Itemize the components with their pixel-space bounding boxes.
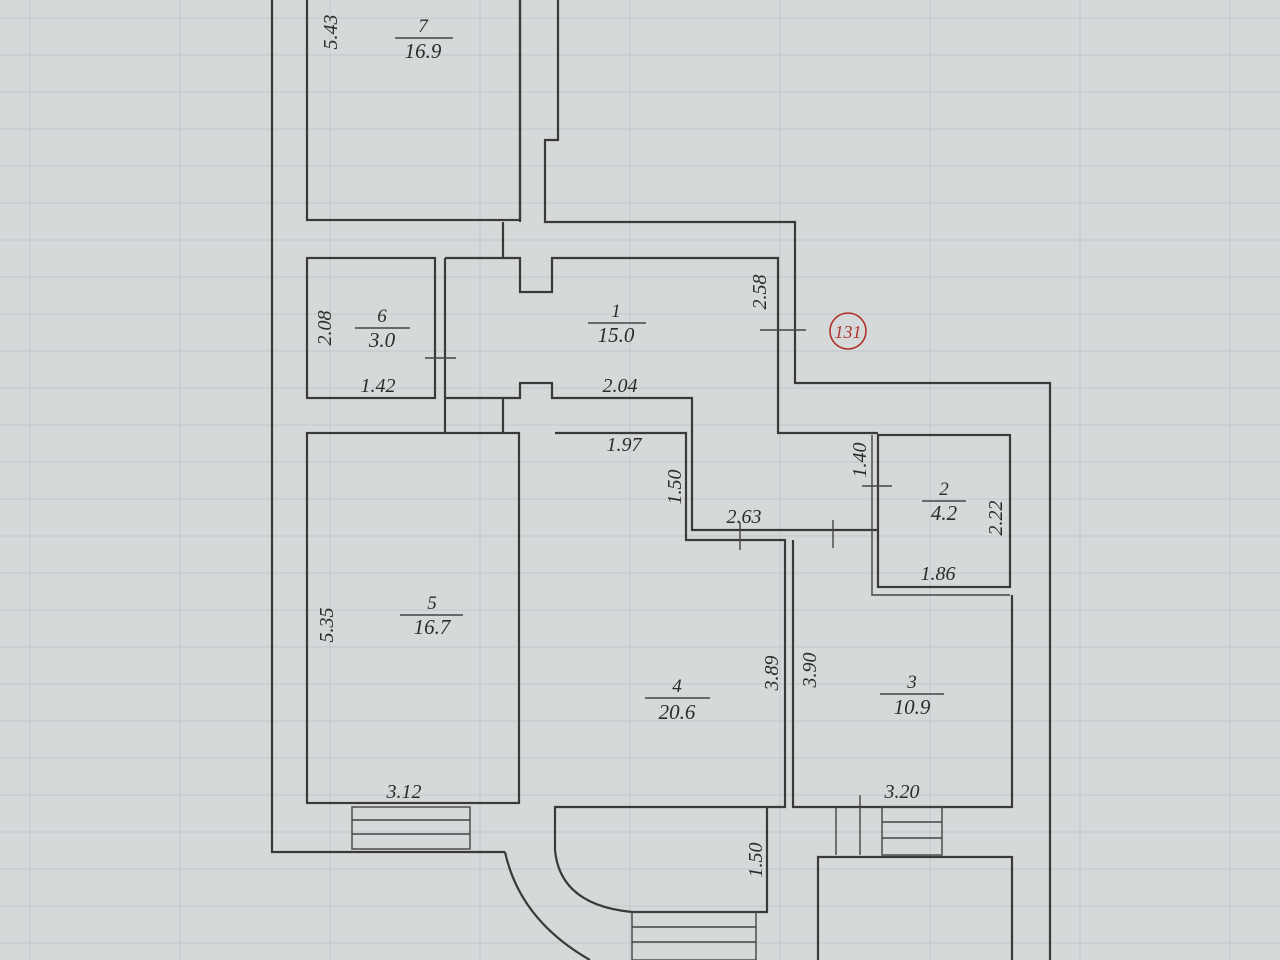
room-6-number: 6 (377, 306, 387, 327)
dim-room4-notch-width: 2.63 (727, 506, 762, 528)
room-6-outline (305, 256, 437, 400)
room-7-label: 7 16.9 (395, 16, 453, 63)
room-2-area: 4.2 (931, 501, 958, 525)
room-labels: 7 16.9 6 3.0 1 15.0 5 16.7 4 20.6 2 4.2 (355, 16, 966, 724)
room-2-label: 2 4.2 (922, 479, 966, 525)
dim-room1-width: 2.04 (603, 375, 638, 397)
stamp-number: 131 (835, 322, 862, 342)
walls (270, 0, 1052, 960)
room-7-outline (305, 0, 522, 222)
room-1-label: 1 15.0 (588, 301, 646, 347)
dim-room4-top-width: 1.97 (607, 434, 643, 456)
room-4-number: 4 (672, 676, 682, 697)
dim-room4-height: 3.89 (761, 656, 783, 692)
door-marks (425, 329, 892, 550)
dim-room3-width: 3.20 (884, 781, 920, 803)
dim-room6-height: 2.08 (314, 311, 336, 346)
window-room-5 (351, 806, 471, 850)
room-6-area: 3.0 (368, 328, 396, 352)
dim-room2-door: 1.40 (849, 443, 871, 478)
dim-room5-height: 5.35 (316, 608, 338, 643)
room-1-outline-bottom (445, 381, 878, 532)
room-4-curve (553, 807, 769, 914)
stamp-circle (829, 312, 867, 350)
windows (351, 795, 943, 960)
room-1-outline-top (445, 256, 878, 435)
room-1-number: 1 (611, 301, 621, 322)
dim-room7-height: 5.43 (320, 15, 342, 50)
lower-right-block (816, 855, 1014, 960)
room-5-label: 5 16.7 (400, 593, 463, 639)
stamp: 131 (829, 312, 867, 350)
room-5-area: 16.7 (414, 615, 452, 639)
room-5-outline (305, 431, 521, 805)
dim-room2-width: 1.86 (921, 563, 956, 585)
window-room-4 (631, 911, 757, 960)
room-5-number: 5 (427, 593, 437, 614)
room-4-area: 20.6 (659, 700, 696, 724)
dim-room5-width: 3.12 (386, 781, 422, 803)
outer-wall-left (270, 0, 505, 854)
room-3-outline (791, 540, 1014, 809)
outer-wall-curve-left (503, 851, 591, 960)
room-6-label: 6 3.0 (355, 306, 410, 352)
room-2-inner (871, 435, 1010, 596)
dim-room4-notch-height: 1.50 (664, 470, 686, 505)
room-7-number: 7 (418, 16, 429, 37)
window-room-3 (881, 806, 943, 856)
dimension-labels: 5.43 2.08 1.42 2.58 2.04 1.97 1.50 2.63 … (314, 15, 1007, 878)
room-2-outline (876, 433, 1012, 589)
room-1-area: 15.0 (598, 323, 635, 347)
outer-wall-right (543, 0, 1052, 960)
dim-bay-height: 1.50 (745, 843, 767, 878)
dim-room1-height: 2.58 (749, 275, 771, 310)
room-3-number: 3 (906, 672, 917, 693)
room-3-label: 3 10.9 (880, 672, 944, 719)
room-4-outline (553, 431, 787, 850)
room-3-area: 10.9 (894, 695, 931, 719)
dim-room2-height: 2.22 (985, 501, 1007, 536)
room-2-number: 2 (939, 479, 949, 500)
dim-room3-height: 3.90 (799, 653, 821, 689)
dim-room6-width: 1.42 (361, 375, 396, 397)
room-7-area: 16.9 (405, 39, 442, 63)
room-4-label: 4 20.6 (645, 676, 710, 724)
